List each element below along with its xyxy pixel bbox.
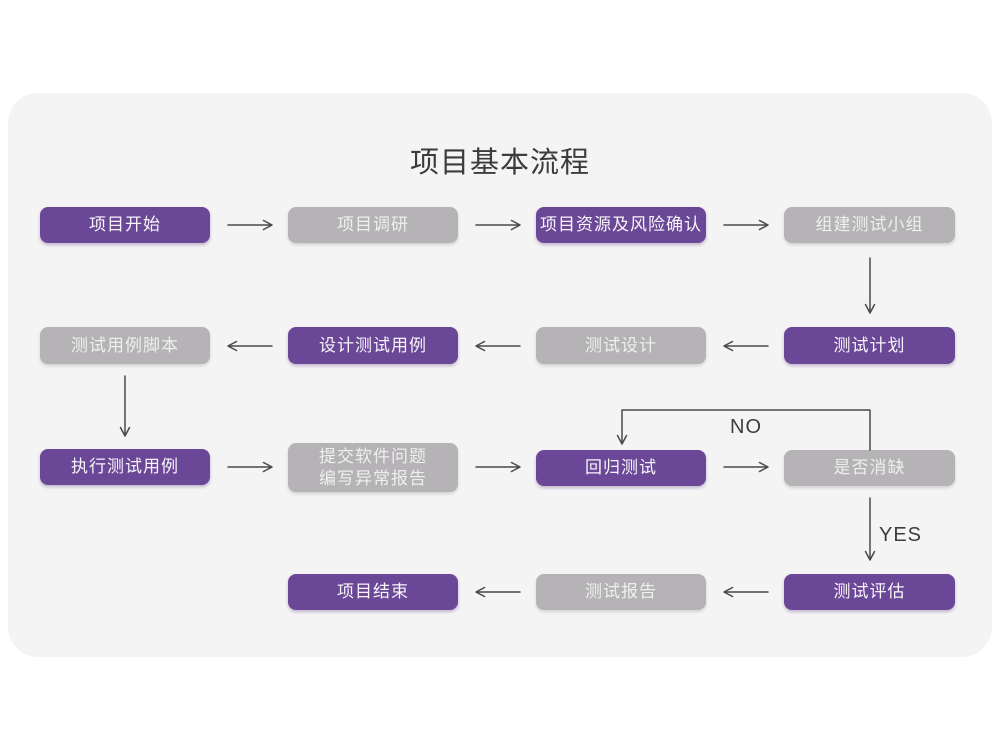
flow-node-project-start: 项目开始 [40, 207, 210, 243]
flow-node-label: 执行测试用例 [71, 457, 179, 476]
flow-node-build-team: 组建测试小组 [784, 207, 955, 243]
flow-node-label: 项目资源及风险确认 [540, 215, 702, 234]
flow-node-case-script: 测试用例脚本 [40, 327, 210, 364]
flow-node-label: 回归测试 [585, 458, 657, 477]
flow-node-label: 测试计划 [833, 335, 906, 355]
flow-node-execute-case: 执行测试用例 [40, 449, 210, 485]
flow-node-label: 测试用例脚本 [71, 335, 179, 355]
flow-node-label: 是否消缺 [833, 458, 906, 477]
flowchart-card-background [8, 93, 992, 657]
flow-node-test-report: 测试报告 [536, 574, 706, 610]
flow-node-project-research: 项目调研 [288, 207, 458, 243]
flow-node-regression-test: 回归测试 [536, 450, 706, 486]
flow-node-test-design: 测试设计 [536, 327, 706, 364]
flow-node-label-line2: 编写异常报告 [319, 468, 427, 488]
flow-node-case-design: 设计测试用例 [288, 327, 458, 364]
page-title: 项目基本流程 [409, 147, 590, 179]
flow-node-label: 项目结束 [337, 582, 409, 601]
flow-node-test-evaluate: 测试评估 [784, 574, 955, 610]
flow-node-label: 设计测试用例 [319, 335, 427, 355]
flow-node-label: 组建测试小组 [815, 215, 924, 234]
flow-node-label: 测试报告 [585, 582, 657, 601]
flow-node-resource-risk: 项目资源及风险确认 [536, 207, 706, 243]
flow-node-label: 测试评估 [833, 582, 906, 601]
flow-node-label-line1: 提交软件问题 [319, 446, 427, 466]
flow-node-submit-report: 提交软件问题 编写异常报告 [288, 443, 458, 492]
flow-node-label: 测试设计 [585, 335, 657, 355]
flow-node-label: 项目开始 [89, 215, 161, 234]
flow-node-test-plan: 测试计划 [784, 327, 955, 364]
flow-node-label: 项目调研 [337, 215, 409, 234]
flow-node-project-end: 项目结束 [288, 574, 458, 610]
flow-node-defect-check: 是否消缺 [784, 450, 955, 486]
